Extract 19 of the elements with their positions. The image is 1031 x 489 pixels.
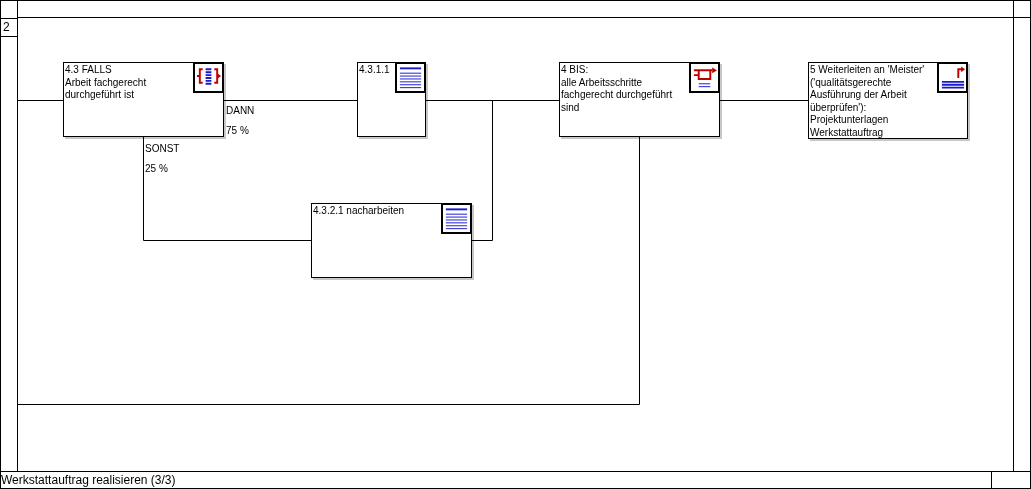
connector-line <box>719 100 809 101</box>
process-box <box>63 62 224 137</box>
footer-title: Werkstattauftrag realisieren (3/3) <box>1 473 176 488</box>
connector-line <box>223 100 358 101</box>
process-box <box>311 203 472 278</box>
step-title: 4 BIS: <box>561 64 590 77</box>
step-title: 4.3.2.1 nacharbeiten <box>313 205 406 218</box>
process-box <box>559 62 720 137</box>
connector-line <box>143 136 312 241</box>
connector-line <box>471 100 560 241</box>
page-number: 2 <box>0 18 18 37</box>
step-title: 5 Weiterleiten an 'Meister' ('qualitätsgerechte Ausführung der Arbeit überprüfen'): Projektunterlagen Werkstattauftrag <box>810 64 926 139</box>
process-box <box>808 62 968 139</box>
process-box <box>357 62 426 137</box>
step-title: 4.3 FALLS <box>65 64 113 77</box>
step-title: 4.3.1.1 <box>359 64 391 77</box>
step-text: alle Arbeitsschritte fachgerecht durchgeführt sind <box>561 76 674 114</box>
connector-line <box>17 100 640 405</box>
step-text: Arbeit fachgerecht durchgeführt ist <box>65 76 148 102</box>
